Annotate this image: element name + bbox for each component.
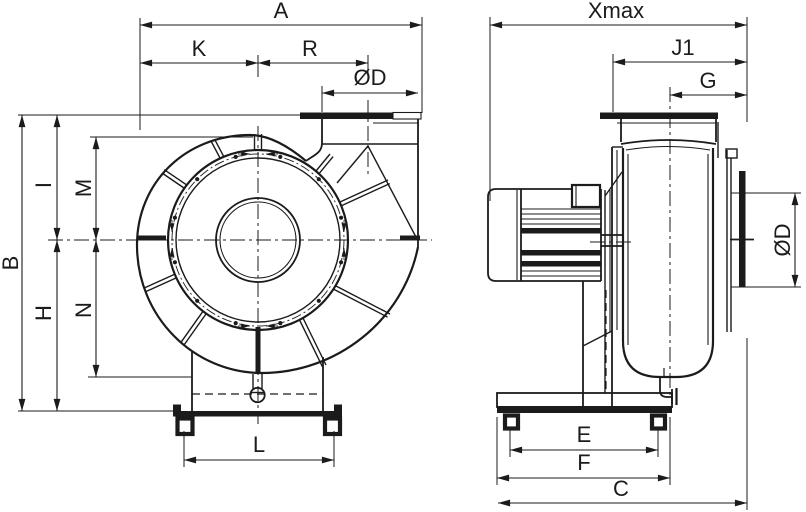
side-base <box>496 281 678 431</box>
outlet-flange <box>300 112 393 119</box>
back-gusset <box>582 330 613 347</box>
volute-outline <box>135 133 420 375</box>
dim-label-od: ØD <box>354 65 387 90</box>
dim-label-j1: J1 <box>671 35 694 60</box>
side-dimension-lines <box>490 21 799 507</box>
dim-label-c: C <box>613 476 629 501</box>
pitch-circle-arrows <box>169 151 347 329</box>
casing-ribs <box>137 138 420 372</box>
bolt-holes <box>172 154 344 326</box>
base-plate <box>173 411 342 417</box>
motor-gusset <box>604 171 623 197</box>
front-base <box>173 352 343 437</box>
volute-cutoff-diagonal <box>367 145 418 240</box>
drain-plug <box>249 386 266 404</box>
front-extension-lines <box>18 17 423 467</box>
dim-label-l: L <box>253 432 265 457</box>
dim-label-r: R <box>302 36 318 61</box>
ring-inner-circle <box>175 157 341 323</box>
dim-label-g: G <box>699 68 716 93</box>
dim-label-b: B <box>0 256 23 271</box>
base-plate-side <box>496 392 673 408</box>
inlet-inner-circle <box>219 201 297 279</box>
inlet-outer-circle <box>215 197 301 283</box>
front-view: A K R ØD B I M H N L <box>0 0 432 467</box>
dim-label-f: F <box>577 450 590 475</box>
outlet-flange-end <box>392 111 422 120</box>
dim-label-h: H <box>31 305 56 321</box>
volute-casing <box>135 111 422 375</box>
motor <box>487 171 623 393</box>
front-dimension-lines <box>18 21 422 464</box>
inlet-flange-bar <box>739 171 746 287</box>
casing-body <box>621 148 715 379</box>
foot <box>322 416 343 437</box>
foot <box>175 416 195 437</box>
outlet-left-wall <box>305 119 323 162</box>
motor-fins <box>521 208 601 277</box>
side-dimension-labels: Xmax J1 G ØD E F C <box>577 0 795 501</box>
side-casing <box>582 112 754 406</box>
dim-label-n: N <box>71 302 96 318</box>
dim-label-i: I <box>31 182 56 188</box>
casing-top-arc-inner <box>625 145 711 151</box>
front-centerlines <box>48 100 432 424</box>
bolt-circle <box>171 153 345 327</box>
foot <box>649 413 668 431</box>
base-tab <box>173 404 181 412</box>
foot <box>502 413 521 431</box>
dim-label-od-side: ØD <box>770 224 795 257</box>
base-plate-bottom <box>497 406 672 413</box>
volute-tongue-line <box>336 145 369 184</box>
dim-label-a: A <box>274 0 289 23</box>
dim-label-k: K <box>192 36 207 61</box>
dim-label-e: E <box>577 422 592 447</box>
ring-outer-circle <box>166 148 350 332</box>
impeller-ring <box>166 148 350 332</box>
front-dimension-labels: A K R ØD B I M H N L <box>0 0 387 457</box>
side-centerlines <box>590 87 671 396</box>
motor-end-cap <box>487 188 521 282</box>
dim-label-xmax: Xmax <box>588 0 644 23</box>
dim-label-m: M <box>71 179 96 197</box>
base-tab <box>334 404 342 412</box>
outlet-flange-side <box>600 112 718 119</box>
casing-top-arc <box>620 139 717 145</box>
terminal-box <box>570 183 602 209</box>
drain-elbow <box>659 377 672 398</box>
side-view: Xmax J1 G ØD E F C <box>487 0 801 510</box>
